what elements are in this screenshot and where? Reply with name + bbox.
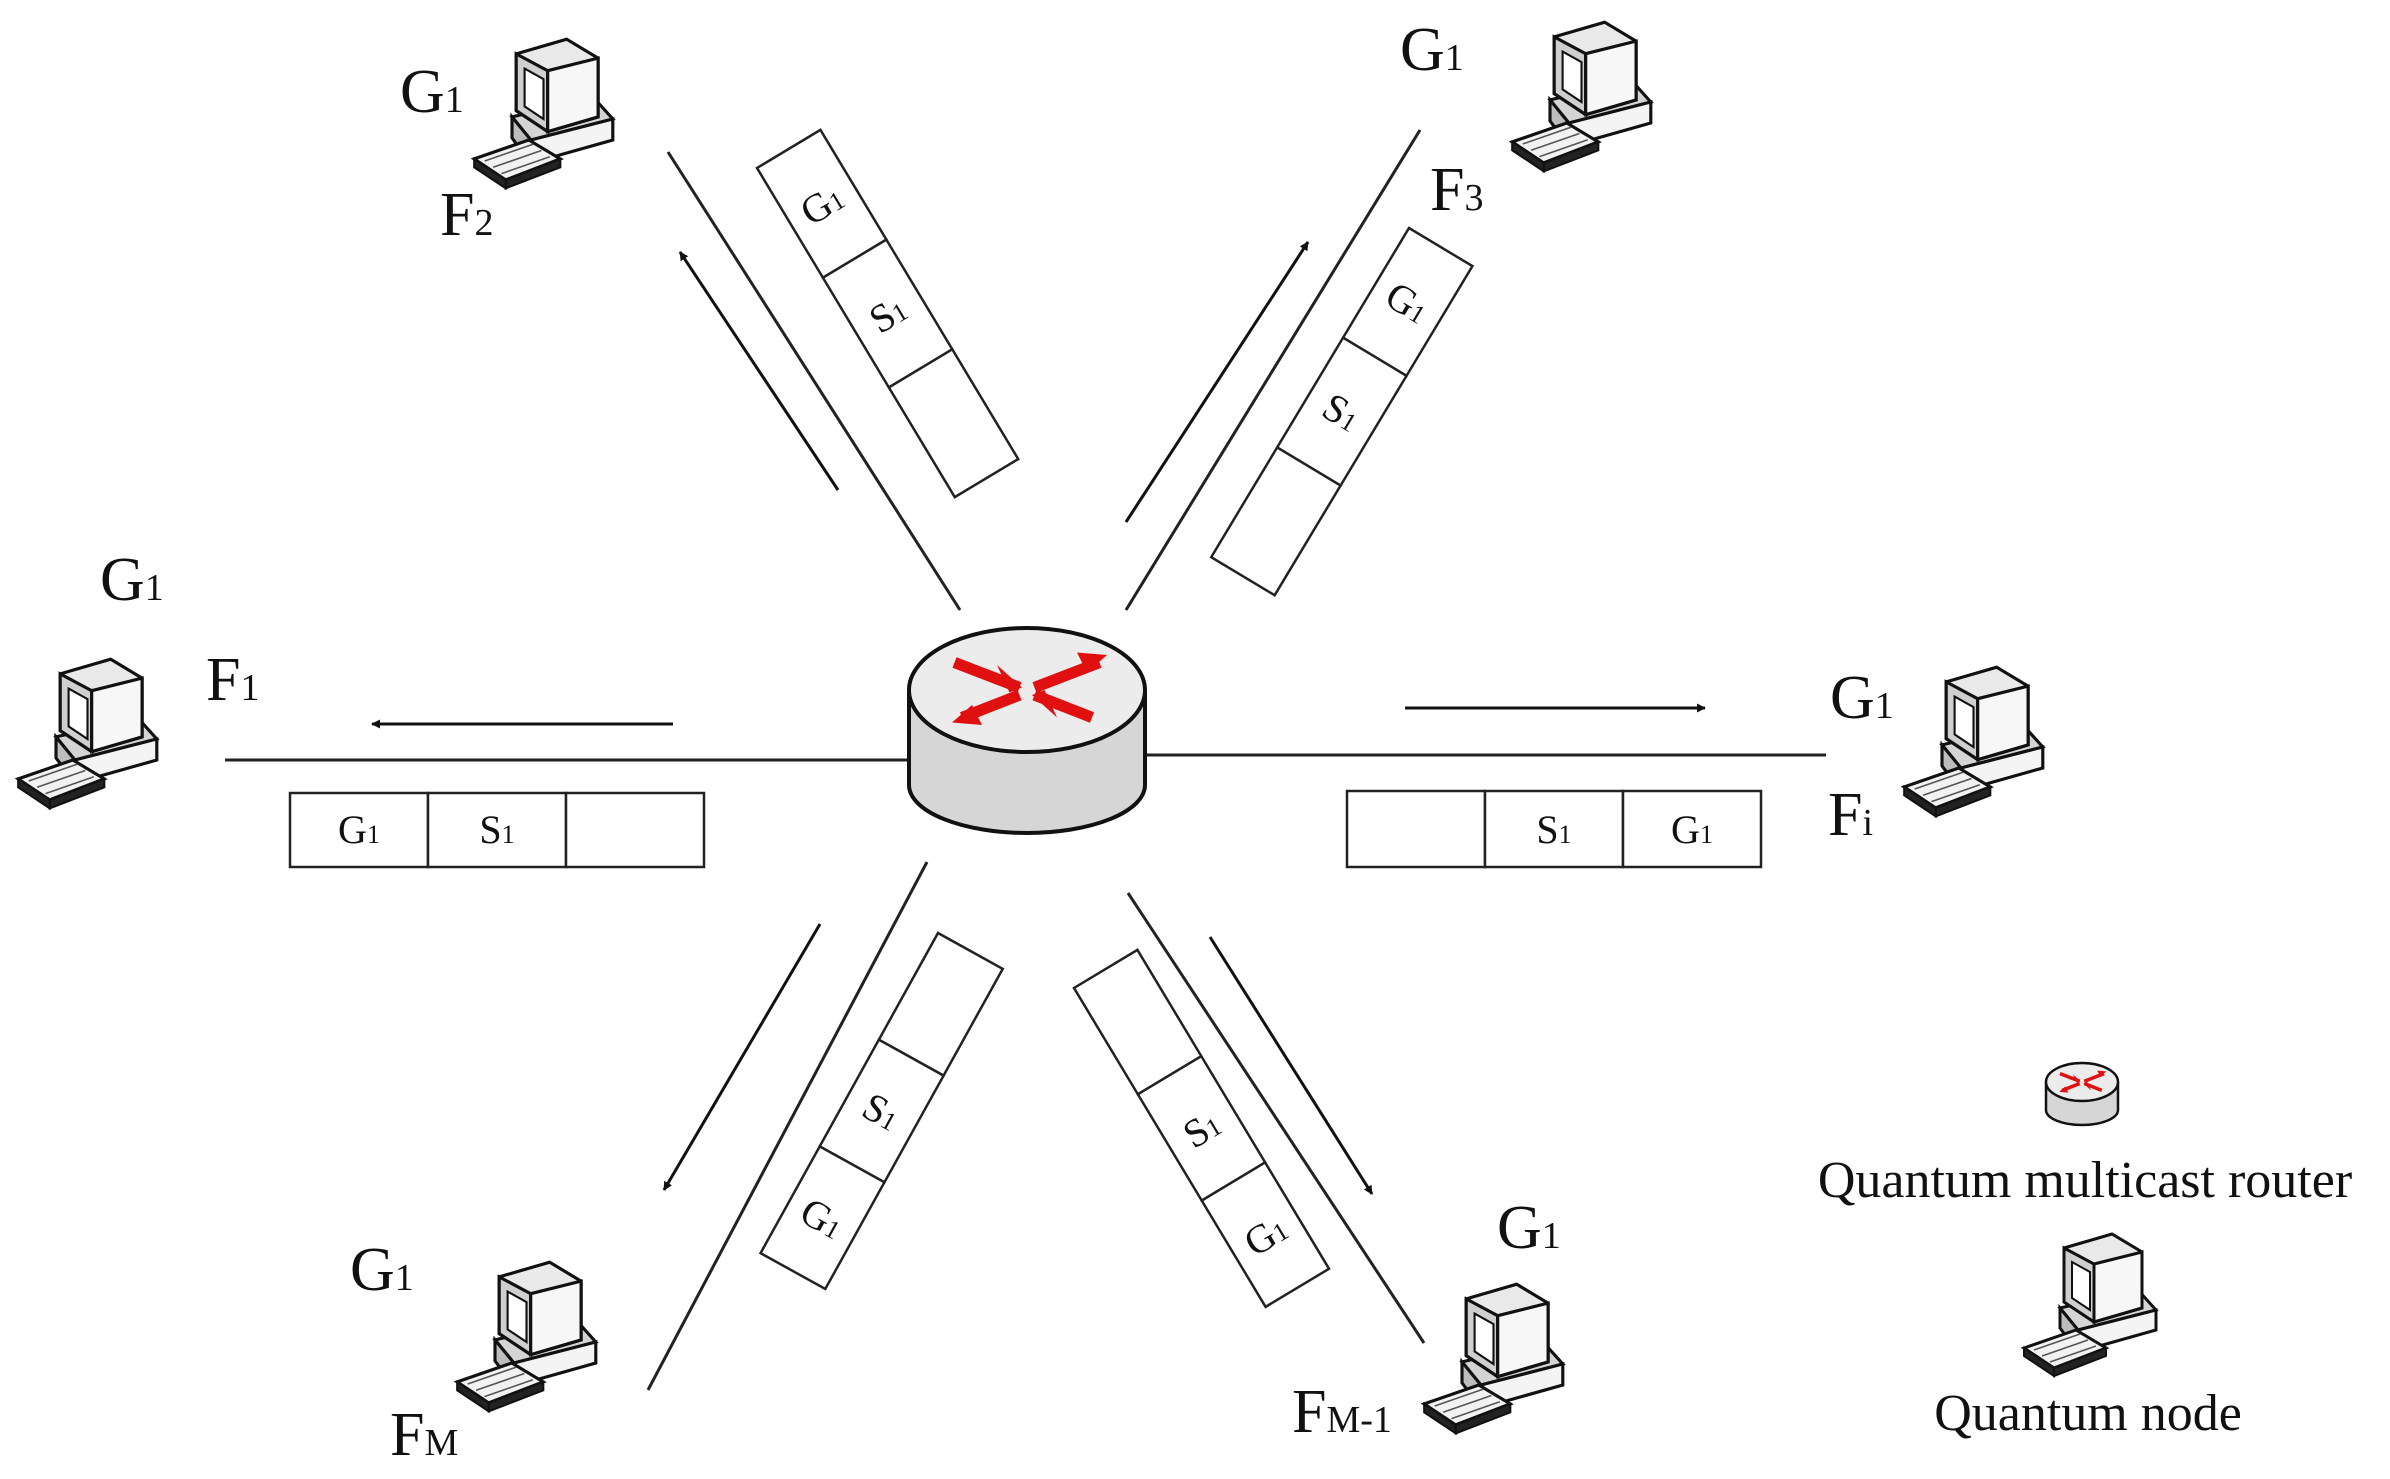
node-label-F1: F1	[206, 646, 259, 714]
group-label-F1: G1	[100, 546, 164, 614]
packet-F1: G1 S1	[288, 791, 706, 869]
link-F3	[1124, 129, 1422, 611]
node-label-FM: FM	[390, 1401, 458, 1469]
arrow-to-F3	[1124, 241, 1310, 523]
group-label-FM-1: G1	[1497, 1194, 1561, 1262]
arrow-to-F2	[678, 251, 840, 491]
group-label-F3: G1	[1400, 16, 1464, 84]
legend-node-label: Quantum node	[1934, 1385, 2242, 1442]
link-F2	[666, 151, 962, 611]
group-label-Fi: G1	[1830, 664, 1894, 732]
node-label-F3: F3	[1430, 156, 1483, 224]
legend: Quantum multicast router Quantum node	[1818, 1061, 2352, 1442]
computer-icon	[16, 657, 159, 810]
computer-icon	[1510, 20, 1653, 173]
computer-icon	[1902, 665, 2045, 818]
cell-label: G1	[1671, 807, 1713, 852]
packet-FM: S1 G1	[758, 931, 1005, 1291]
group-label-FM: G1	[350, 1236, 414, 1304]
packet-F3: G1 S1	[1209, 226, 1475, 597]
arrow-to-FM-1	[1208, 936, 1374, 1195]
cell-label: G1	[338, 807, 380, 852]
computer-icon	[1422, 1282, 1565, 1435]
packet-F2: G1 S1	[755, 128, 1020, 499]
computer-icon	[472, 37, 615, 190]
legend-router-label: Quantum multicast router	[1818, 1152, 2352, 1209]
computer-icon	[455, 1260, 598, 1413]
link-FM	[646, 861, 929, 1391]
legend-router-icon	[2044, 1061, 2120, 1127]
packet-Fi: S1 G1	[1345, 789, 1763, 869]
node-label-F2: F2	[440, 181, 493, 249]
arrow-to-FM	[662, 923, 822, 1191]
group-label-F2: G1	[400, 58, 464, 126]
link-FM-1	[1126, 892, 1426, 1344]
packet-FM-1: S1 G1	[1072, 948, 1331, 1309]
cell-label: S1	[479, 807, 514, 852]
cell-label: S1	[1536, 807, 1571, 852]
legend-computer-icon	[2022, 1232, 2158, 1378]
link-lines	[225, 129, 1826, 1391]
node-label-Fi: Fi	[1828, 781, 1873, 849]
router-icon	[907, 626, 1147, 835]
direction-arrows	[371, 241, 1706, 1195]
node-label-FM-1: FM-1	[1292, 1378, 1392, 1446]
